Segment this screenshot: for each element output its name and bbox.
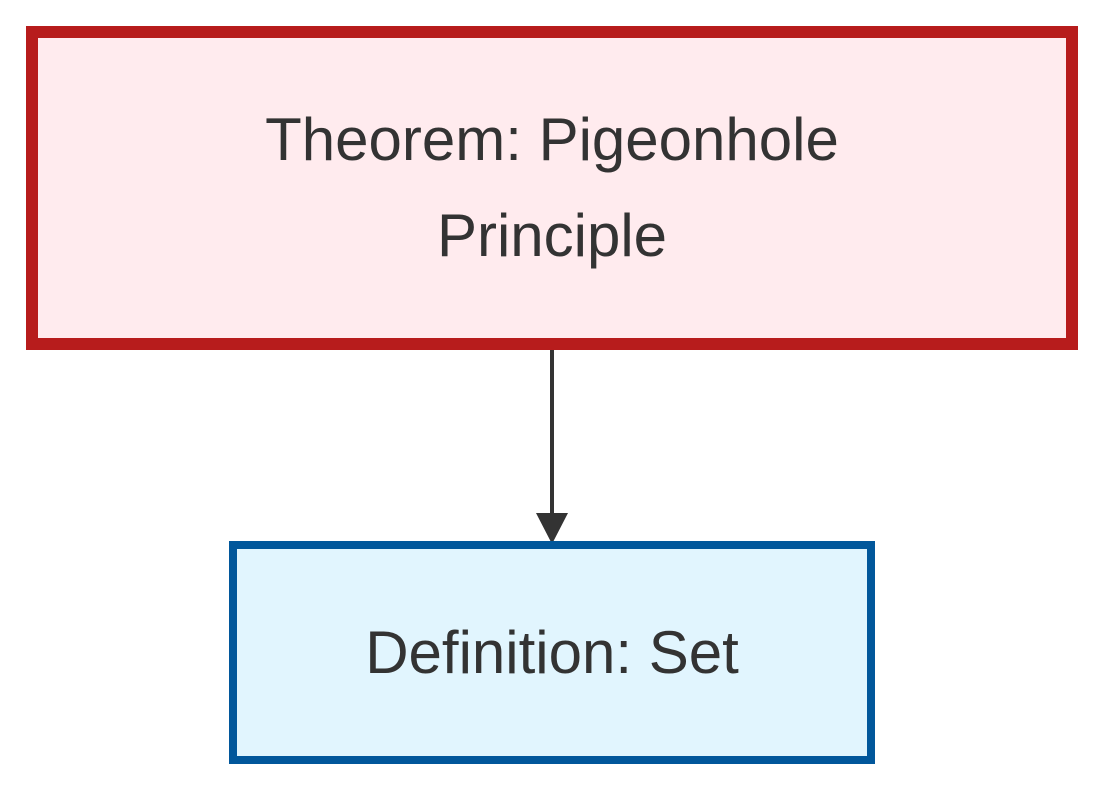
edge-arrowhead bbox=[536, 513, 568, 544]
definition-node[interactable]: Definition: Set bbox=[229, 541, 875, 764]
definition-node-label: Definition: Set bbox=[365, 618, 739, 686]
theorem-node-label: Theorem: Pigeonhole Principle bbox=[265, 106, 839, 269]
theorem-node[interactable]: Theorem: Pigeonhole Principle bbox=[26, 26, 1078, 350]
